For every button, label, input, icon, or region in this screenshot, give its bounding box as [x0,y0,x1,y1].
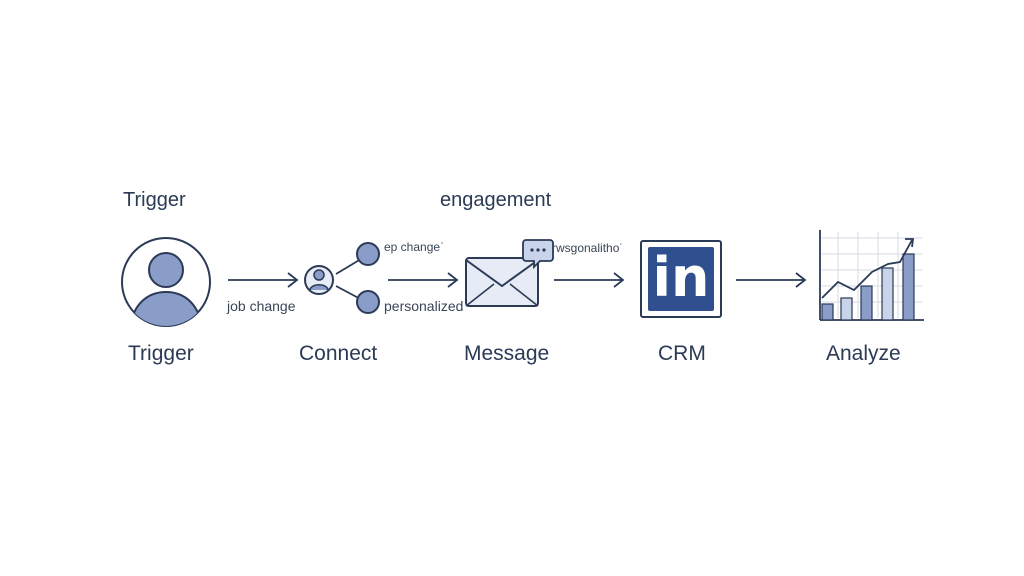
heading-trigger: Trigger [123,189,186,211]
bar-chart-icon [819,230,924,321]
annotation-personalized: personalized [384,298,464,314]
annotation-job-change-garbled: ep changeˈ [384,240,445,254]
stage-label-message: Message [464,342,550,365]
user-avatar-icon [121,237,211,327]
arrow-right-icon [228,272,299,288]
linkedin-logo-icon: in [640,240,722,318]
envelope-message-icon [465,239,554,307]
stage-label-analyze: Analyze [826,342,901,365]
heading-engagement: engagement [440,189,552,211]
network-connect-icon [304,242,380,314]
annotation-job-change: job change [227,298,296,314]
arrow-right-icon [388,272,459,288]
stage-label-connect: Connect [299,342,378,365]
annotation-personalized-garbled: rwsgonalitho˙ [552,241,624,255]
stage-label-trigger: Trigger [128,342,194,365]
arrow-right-icon [736,272,807,288]
arrow-right-icon [554,272,625,288]
stage-label-crm: CRM [658,342,706,365]
